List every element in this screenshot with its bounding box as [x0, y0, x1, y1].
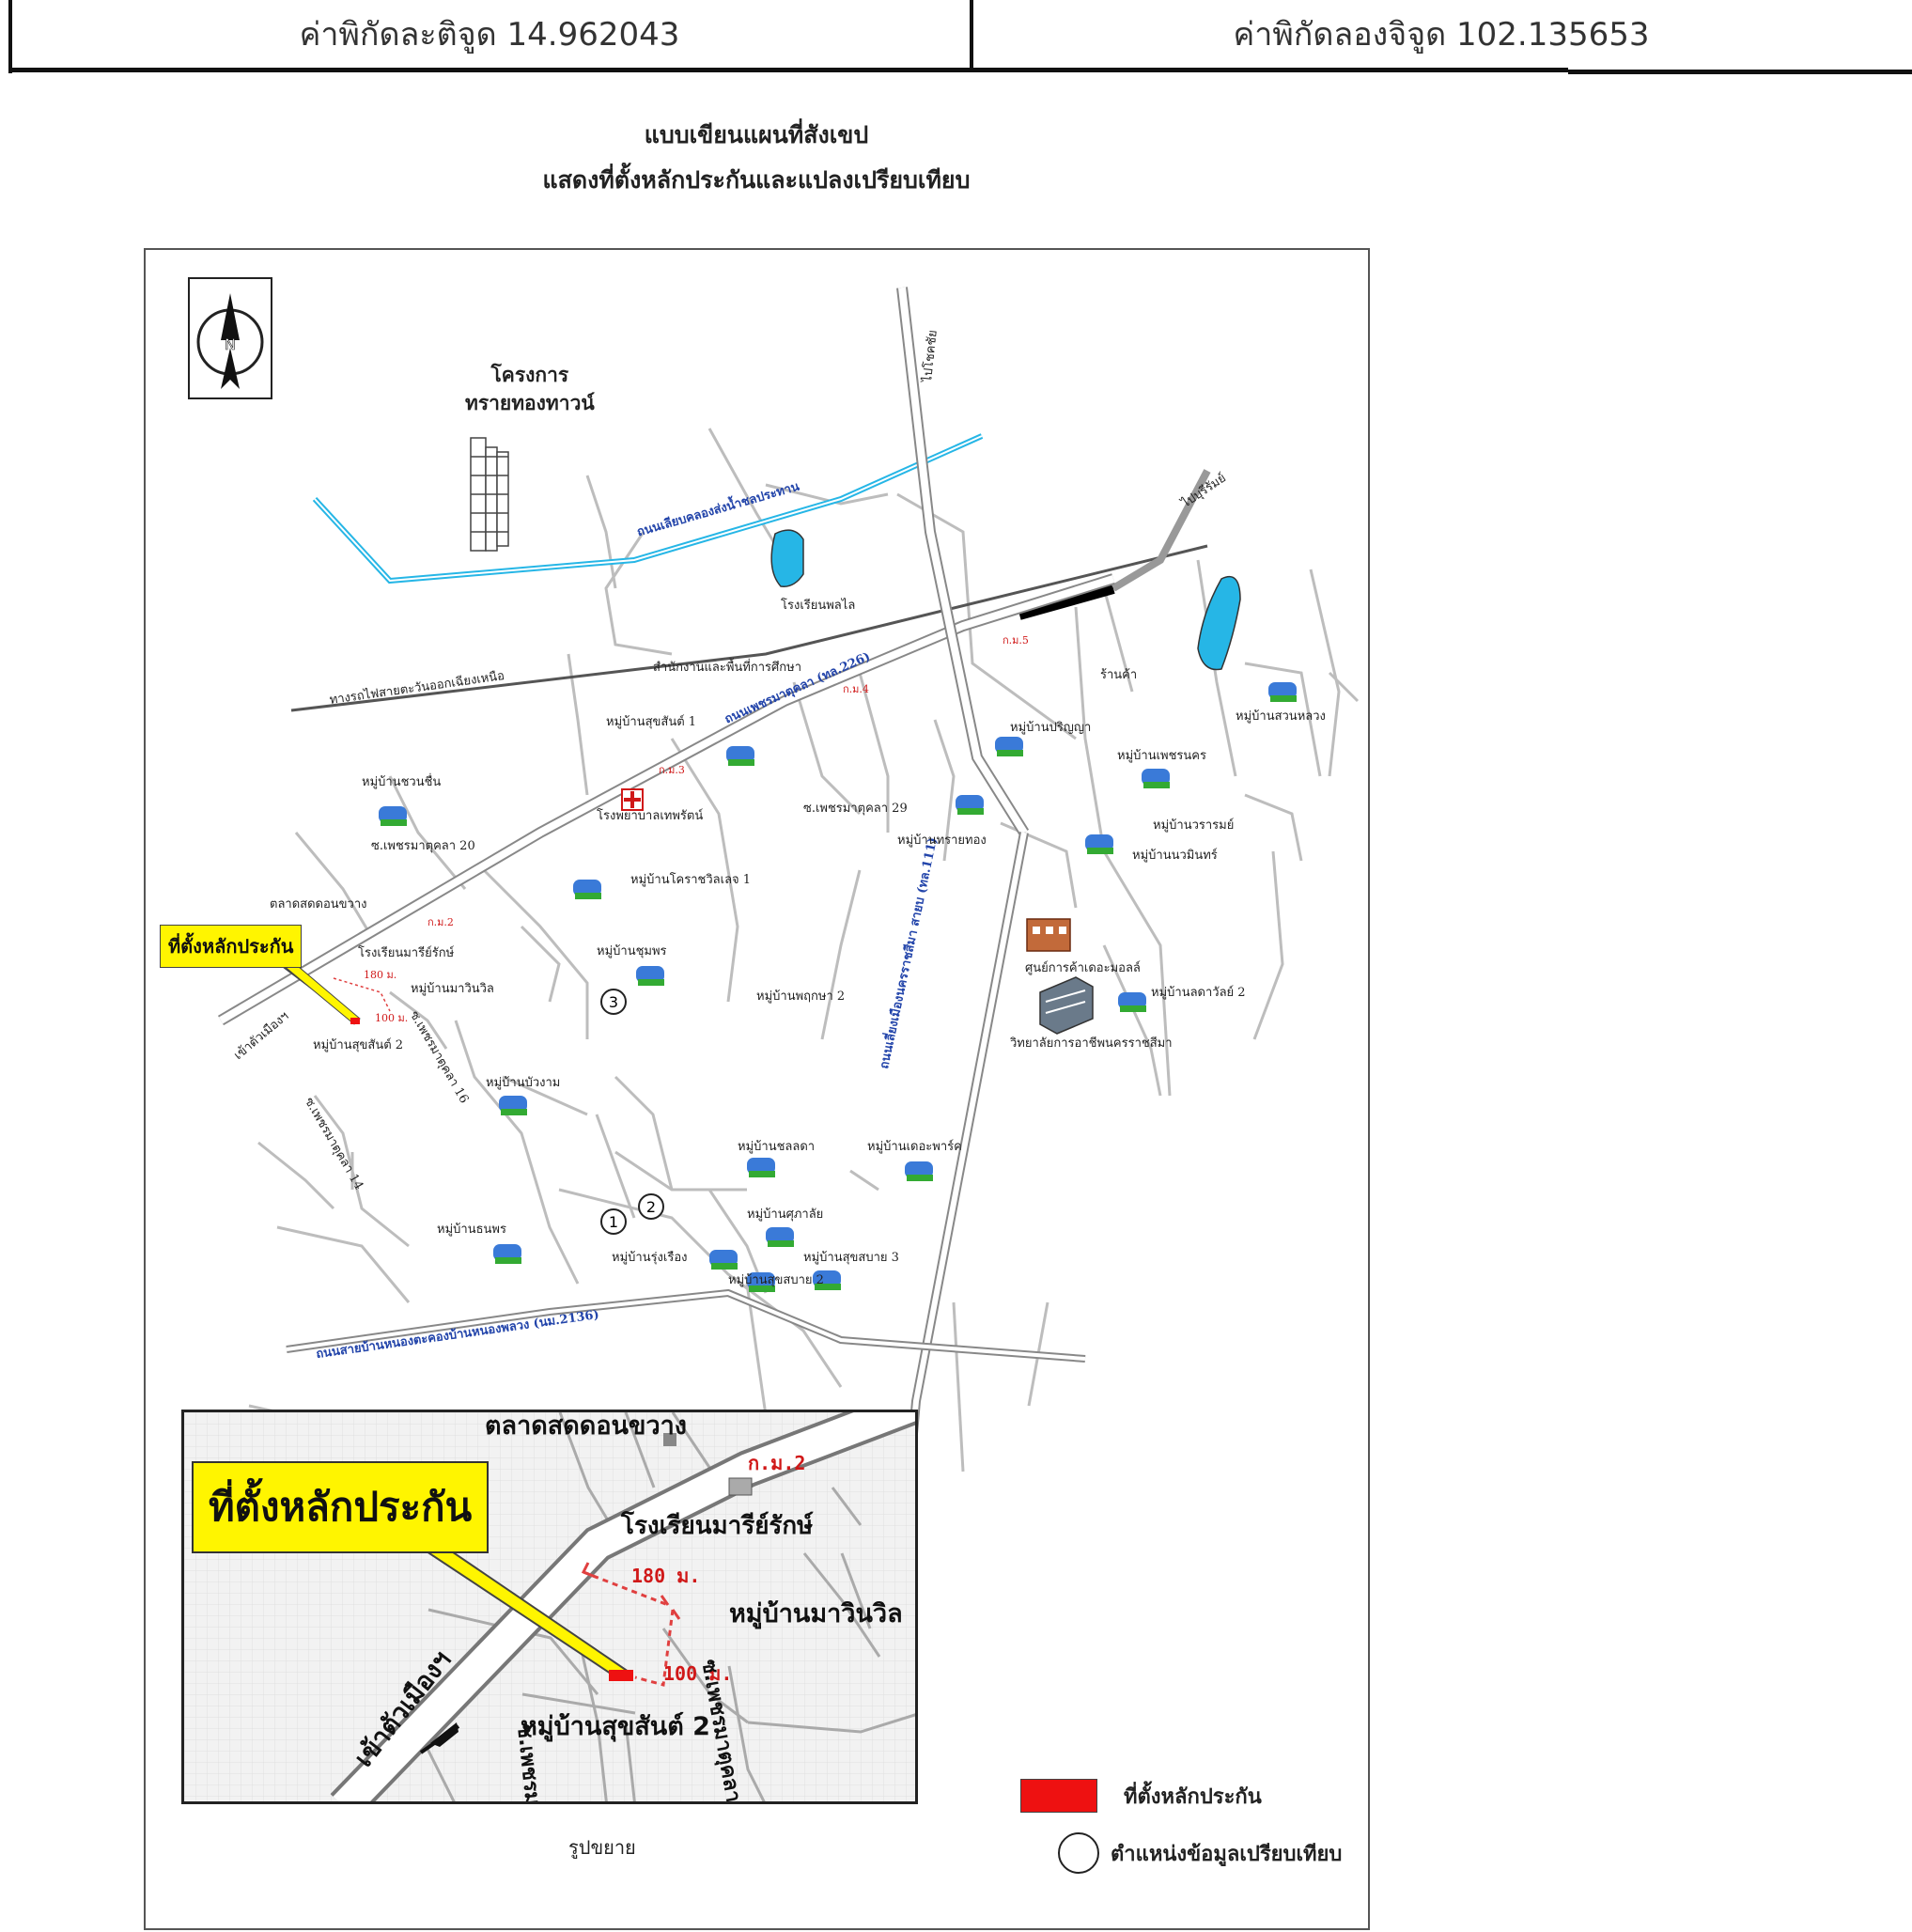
shop-label: ร้านค้า — [1100, 668, 1138, 682]
legend-comparison: ตำแหน่งข้อมูลเปรียบเทียบ — [1058, 1832, 1342, 1874]
bar-bottom-border-right — [1568, 70, 1912, 74]
road-to-buriram — [1111, 469, 1211, 592]
project-name-label: โครงการ ทรายทองทาวน์ — [465, 363, 595, 414]
inset-village-2-label: หมู่บ้านสุขสันต์ 2 — [521, 1712, 710, 1741]
inset-school-label: โรงเรียนมารีย์รักษ์ — [621, 1512, 814, 1540]
coordinate-bar: ค่าพิกัดละติจูด 14.962043 ค่าพิกัดลองจิจ… — [8, 0, 1912, 74]
pond-2 — [1197, 575, 1241, 671]
km-marker: ก.ม.2 — [427, 916, 454, 928]
latitude-text: ค่าพิกัดละติจูด 14.962043 — [299, 16, 680, 54]
km-marker: ก.ม.5 — [1003, 634, 1029, 647]
project-blocks — [470, 437, 509, 552]
inset-village-1-label: หมู่บ้านมาวินวิล — [729, 1599, 903, 1628]
rail-bridge — [1018, 583, 1115, 620]
comparison-point-1 — [600, 1208, 627, 1235]
school-2-label: โรงเรียนมารีย์รักษ์ — [358, 946, 455, 960]
village-label: หมู่บ้านทรายทอง — [897, 834, 987, 848]
village-label: หมู่บ้านศุภาลัย — [747, 1208, 824, 1222]
office-label: สำนักงานและพื้นที่การศึกษา — [653, 661, 802, 675]
school-1-label: โรงเรียนพลไล — [781, 599, 856, 613]
shopping-center-icon — [1026, 918, 1071, 952]
village-label: หมู่บ้านชวนชื่น — [362, 775, 442, 789]
title-line-2: แสดงที่ตั้งหลักประกันและแปลงเปรียบเทียบ — [542, 166, 971, 194]
km-marker: ก.ม.3 — [659, 764, 685, 776]
distance-180: 180 ม. — [364, 969, 397, 981]
village-label: หมู่บ้านเพชรนคร — [1117, 749, 1206, 763]
collateral-point — [350, 1018, 360, 1024]
legend-comparison-icon — [1058, 1832, 1099, 1874]
hospital-icon — [621, 788, 644, 811]
village-label: หมู่บ้านพฤกษา 2 — [756, 989, 846, 1004]
comparison-point-2-label: 2 — [646, 1198, 656, 1216]
comparison-point-3-label: 3 — [609, 993, 618, 1011]
village-label: หมู่บ้านรุ่งเรือง — [612, 1251, 688, 1265]
legend-collateral-swatch — [1020, 1779, 1097, 1813]
compass-letter: N — [225, 335, 236, 353]
longitude-text: ค่าพิกัดลองจิจูด 102.135653 — [1233, 16, 1650, 54]
comparison-point-1-label: 1 — [609, 1213, 618, 1231]
village-label: หมู่บ้านเดอะพาร์ค — [867, 1140, 962, 1154]
bar-bottom-border — [8, 68, 1568, 72]
distance-100: 100 ม. — [375, 1012, 409, 1024]
village-label: หมู่บ้านสุขสันต์ 1 — [606, 715, 697, 729]
title-line-1: แบบเขียนแผนที่สังเขป — [644, 121, 869, 148]
comparison-point-2 — [638, 1193, 664, 1220]
pond-1 — [770, 529, 804, 587]
village-label: หมู่บ้านบัวงาม — [486, 1076, 561, 1090]
village-label: หมู่บ้านสุขสันต์ 2 — [313, 1038, 404, 1052]
legend-collateral-label: ที่ตั้งหลักประกัน — [1124, 1784, 1262, 1809]
bar-left-border — [8, 0, 12, 73]
comparison-point-3 — [600, 989, 627, 1015]
bar-divider — [970, 0, 973, 68]
village-label: หมู่บ้านชลลดา — [738, 1140, 816, 1154]
village-label: หมู่บ้านโคราชวิลเลจ 1 — [630, 873, 752, 887]
main-map: N — [188, 277, 1360, 1510]
north-arrow-icon: N — [188, 277, 272, 399]
village-label: หมู่บ้านปริญญา — [1010, 721, 1092, 735]
college-icon — [1039, 976, 1094, 1035]
legend-comparison-label: ตำแหน่งข้อมูลเปรียบเทียบ — [1111, 1841, 1343, 1866]
inset-km-label: ก.ม.2 — [748, 1452, 806, 1474]
soi-label: ซ.เพชรมาตุคลา 29 — [803, 802, 908, 816]
inset-100-label: 100 ม. — [663, 1662, 733, 1685]
village-label: หมู่บ้านมาวินวิล — [411, 982, 494, 996]
inset-180-label: 180 ม. — [631, 1565, 701, 1587]
center-label: ศูนย์การค้าเดอะมอลล์ — [1025, 961, 1141, 975]
inset-map-graphic — [184, 1412, 915, 1801]
comparison-points: 1 2 3 — [600, 989, 664, 1235]
village-label: หมู่บ้านชุมพร — [597, 944, 667, 958]
hospital-label: โรงพยาบาลเทพรัตน์ — [597, 809, 704, 823]
page-title: แบบเขียนแผนที่สังเขป แสดงที่ตั้งหลักประก… — [404, 113, 1109, 203]
village-label: หมู่บ้านสุขสบาย 2 — [728, 1273, 824, 1287]
village-label: หมู่บ้านธนพร — [437, 1223, 506, 1237]
market-label: ตลาดสดดอนขวาง — [270, 897, 367, 911]
legend-collateral: ที่ตั้งหลักประกัน — [1020, 1779, 1262, 1813]
soi-label: ซ.เพชรมาตุคลา 20 — [371, 839, 475, 853]
inset-map: ตลาดสดดอนขวาง โรงเรียนมารีย์รักษ์ ก.ม.2 … — [181, 1410, 918, 1804]
inset-market-label: ตลาดสดดอนขวาง — [485, 1411, 687, 1441]
canal — [312, 433, 984, 584]
village-label: หมู่บ้านสวนหลวง — [1236, 709, 1326, 724]
village-icons — [379, 682, 1297, 1292]
inset-collateral-callout: ที่ตั้งหลักประกัน — [192, 1461, 490, 1553]
village-label: หมู่บ้านสุขสบาย 3 — [803, 1251, 899, 1265]
collateral-callout: ที่ตั้งหลักประกัน — [160, 925, 303, 968]
inset-caption: รูปขยาย — [568, 1836, 636, 1859]
village-label: หมู่บ้านนวมินทร์ — [1132, 849, 1218, 863]
railway — [290, 544, 1208, 712]
college-label: วิทยาลัยการอาชีพนครราชสีมา — [1010, 1036, 1173, 1051]
village-label: หมู่บ้านลดาวัลย์ 2 — [1151, 986, 1246, 1000]
km-marker: ก.ม.4 — [843, 683, 869, 695]
village-label: หมู่บ้านวรารมย์ — [1153, 818, 1235, 833]
